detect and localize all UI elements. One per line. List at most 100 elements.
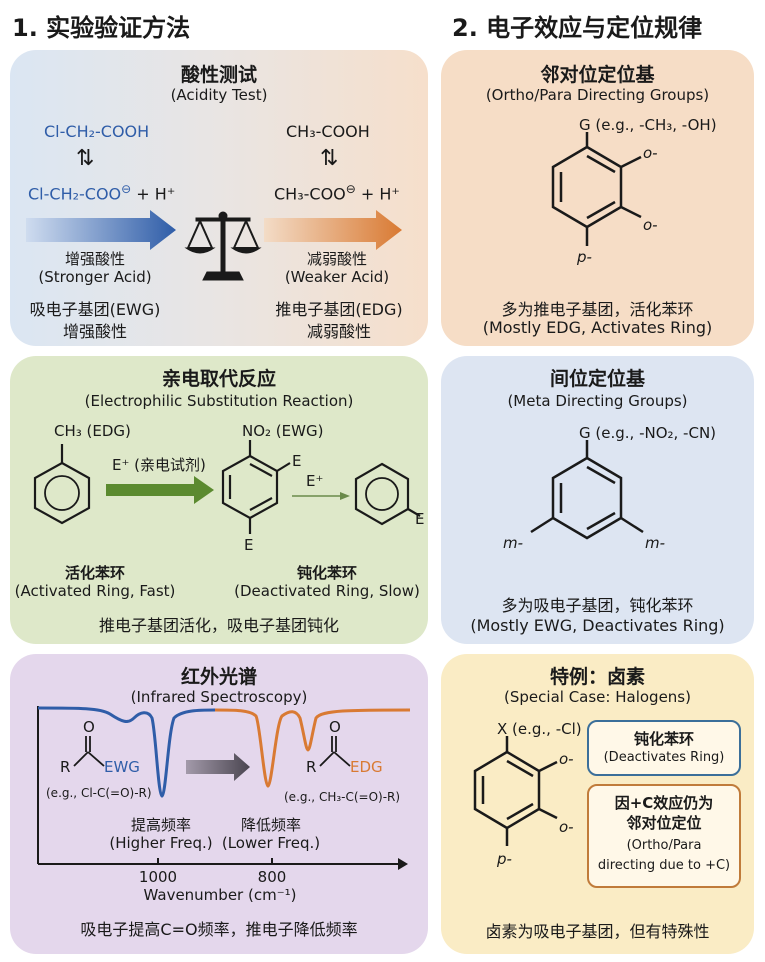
eas-title: 亲电取代反应 bbox=[161, 368, 276, 390]
oxygen-label-1: O bbox=[83, 718, 95, 736]
shift-arrow-icon bbox=[186, 753, 250, 781]
ortho-para-substituent: G (e.g., -CH₃, -OH) bbox=[579, 116, 717, 134]
benzene-ring-icon bbox=[551, 145, 623, 229]
deactivates-ring-box: 钝化苯环 (Deactivates Ring) bbox=[587, 720, 741, 776]
box2-en-line2: directing due to +C) bbox=[597, 858, 731, 873]
benzene-ring-icon bbox=[551, 456, 623, 540]
acetate-formula: CH₃-COO bbox=[274, 184, 346, 204]
ir-summary: 吸电子提高C=O频率，推电子降低频率 bbox=[80, 920, 358, 939]
reaction-arrow-green bbox=[106, 476, 214, 504]
ortho-label-1: o- bbox=[643, 144, 658, 162]
meta-title: 间位定位基 bbox=[549, 368, 645, 390]
electrophile-reagent: E⁺ (亲电试剂) bbox=[112, 456, 206, 474]
proton-left: + H⁺ bbox=[136, 184, 176, 204]
electrophile-thin: E⁺ bbox=[306, 472, 324, 490]
x-axis-arrow-icon bbox=[398, 858, 408, 870]
higher-freq-cn: 提高频率 bbox=[130, 816, 191, 834]
meta-subtitle: (Meta Directing Groups) bbox=[507, 392, 688, 410]
halogen-ortho-1: o- bbox=[559, 750, 574, 768]
higher-freq-en: (Higher Freq.) bbox=[109, 834, 213, 852]
ir-title: 红外光谱 bbox=[180, 666, 257, 688]
substituent-e-2: E bbox=[244, 536, 254, 554]
halogen-title: 特例：卤素 bbox=[549, 666, 645, 688]
balance-scale-icon bbox=[184, 211, 262, 281]
box2-en-line1: (Ortho/Para bbox=[626, 838, 702, 853]
stronger-acid-cn: 增强酸性 bbox=[64, 250, 125, 268]
r-label-2: R bbox=[306, 758, 317, 776]
negative-charge-icon: ⊖ bbox=[121, 182, 132, 196]
ewg-label: EWG bbox=[104, 758, 140, 776]
equilibrium-arrow-right: ⇅ bbox=[320, 146, 339, 171]
meta-note-cn: 多为吸电子基团，钝化苯环 bbox=[501, 596, 694, 615]
meta-label-2: m- bbox=[645, 534, 666, 552]
ortho-para-subtitle: (Ortho/Para Directing Groups) bbox=[485, 86, 710, 104]
acidity-graphics bbox=[26, 210, 402, 281]
eas-graphics bbox=[33, 440, 421, 534]
box1-en: (Deactivates Ring) bbox=[603, 750, 725, 765]
lower-freq-cn: 降低频率 bbox=[240, 816, 301, 834]
oxygen-label-2: O bbox=[329, 718, 341, 736]
acidity-panel: 酸性测试 (Acidity Test) Cl-CH₂-COOH ⇅ Cl-CH₂… bbox=[10, 50, 428, 346]
stronger-acid-arrow bbox=[26, 210, 176, 250]
activated-ring-en: (Activated Ring, Fast) bbox=[14, 582, 176, 600]
edg-note-line1: 推电子基团(EDG) bbox=[275, 300, 403, 319]
ewg-spectrum-line bbox=[37, 706, 216, 798]
benzene-ring-icon bbox=[473, 750, 541, 830]
box2-cn-line2: 邻对位定位 bbox=[626, 814, 702, 832]
ortho-para-title: 邻对位定位基 bbox=[540, 64, 655, 86]
tick-label-800: 800 bbox=[257, 868, 287, 886]
weaker-acid-cn: 减弱酸性 bbox=[306, 250, 367, 268]
toluene-ring-icon bbox=[33, 461, 91, 525]
chloroacetate-formula: Cl-CH₂-COO bbox=[28, 184, 122, 204]
ewg-note-line2: 增强酸性 bbox=[62, 322, 127, 341]
meta-substituent: G (e.g., -NO₂, -CN) bbox=[579, 424, 717, 442]
acidity-title: 酸性测试 bbox=[180, 64, 257, 86]
lower-freq-en: (Lower Freq.) bbox=[221, 834, 321, 852]
edg-note-line2: 减弱酸性 bbox=[306, 322, 371, 341]
ortho-para-panel: 邻对位定位基 (Ortho/Para Directing Groups) G (… bbox=[441, 50, 754, 346]
eas-subtitle: (Electrophilic Substitution Reaction) bbox=[84, 392, 354, 410]
nitro-ring-icon bbox=[221, 454, 279, 520]
ortho-para-ring bbox=[551, 132, 642, 246]
meta-label-1: m- bbox=[503, 534, 524, 552]
para-label: p- bbox=[577, 248, 592, 266]
deactivated-ring-cn: 钝化苯环 bbox=[296, 564, 357, 582]
substituent-e-1: E bbox=[292, 452, 302, 470]
halogen-panel: 特例：卤素 (Special Case: Halogens) X (e.g., … bbox=[441, 654, 754, 954]
eas-panel: 亲电取代反应 (Electrophilic Substitution React… bbox=[10, 356, 428, 644]
weaker-acid-arrow bbox=[264, 210, 402, 250]
activated-ring-cn: 活化苯环 bbox=[64, 564, 125, 582]
chloroacetic-acid: Cl-CH₂-COOH bbox=[44, 122, 150, 141]
halogen-ortho-2: o- bbox=[559, 818, 574, 836]
halogen-ring bbox=[473, 736, 558, 846]
box1-cn: 钝化苯环 bbox=[633, 730, 694, 748]
ir-spectrum bbox=[37, 706, 411, 870]
acidity-subtitle: (Acidity Test) bbox=[170, 86, 268, 104]
meta-note-en: (Mostly EWG, Deactivates Ring) bbox=[470, 616, 725, 635]
product-ring-icon bbox=[354, 462, 410, 526]
equilibrium-arrow-left: ⇅ bbox=[76, 146, 95, 171]
weaker-acid-en: (Weaker Acid) bbox=[284, 268, 390, 286]
box2-cn-line1: 因+C效应仍为 bbox=[614, 794, 714, 812]
ch3-edg-label: CH₃ (EDG) bbox=[54, 422, 131, 440]
ir-subtitle: (Infrared Spectroscopy) bbox=[130, 688, 308, 706]
ortho-para-note-cn: 多为推电子基团，活化苯环 bbox=[501, 300, 694, 319]
substituent-e-3: E bbox=[415, 510, 425, 528]
chloroacetate: Cl-CH₂-COO⊖ + H⁺ bbox=[28, 182, 175, 203]
negative-charge-icon: ⊖ bbox=[345, 182, 356, 196]
proton-right: + H⁺ bbox=[360, 184, 400, 204]
halogen-subtitle: (Special Case: Halogens) bbox=[504, 688, 691, 706]
tick-label-1000: 1000 bbox=[138, 868, 178, 886]
ir-panel: 红外光谱 (Infrared Spectroscopy) bbox=[10, 654, 428, 954]
edg-label: EDG bbox=[350, 758, 383, 776]
ortho-para-directing-box: 因+C效应仍为 邻对位定位 (Ortho/Para directing due … bbox=[587, 784, 741, 888]
left-section-title: 1. 实验验证方法 bbox=[12, 14, 191, 42]
ewg-note-line1: 吸电子基团(EWG) bbox=[29, 300, 161, 319]
no2-ewg-label: NO₂ (EWG) bbox=[242, 422, 324, 440]
acetic-acid: CH₃-COOH bbox=[286, 122, 370, 141]
right-section-title: 2. 电子效应与定位规律 bbox=[452, 14, 703, 42]
edg-example: (e.g., CH₃-C(=O)-R) bbox=[284, 790, 401, 804]
stronger-acid-en: (Stronger Acid) bbox=[38, 268, 152, 286]
ortho-label-2: o- bbox=[643, 216, 658, 234]
halogen-note: 卤素为吸电子基团，但有特殊性 bbox=[485, 922, 710, 941]
